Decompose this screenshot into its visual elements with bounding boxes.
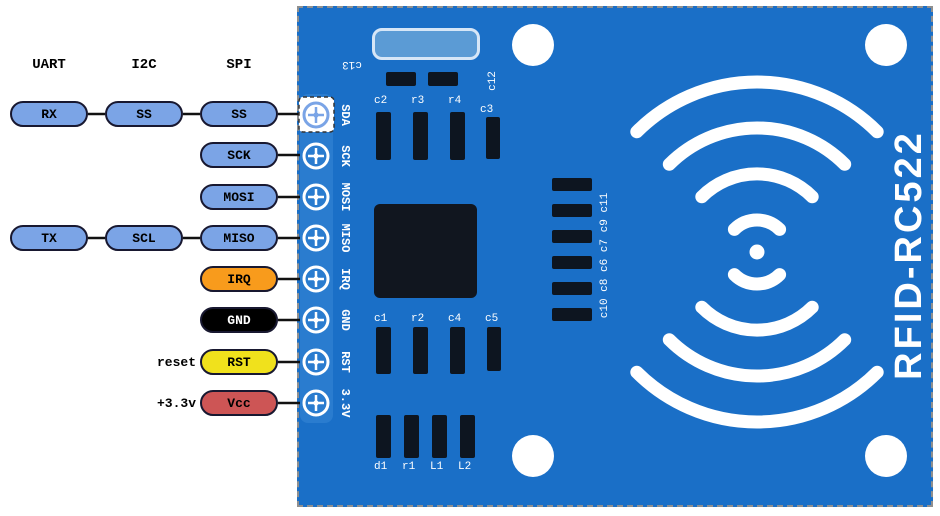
component-cap-row-3 <box>552 230 592 243</box>
bus-header-i2c: I2C <box>131 57 157 73</box>
pin-mosi <box>302 183 330 211</box>
pill-rx: RX <box>10 101 88 127</box>
component-cap-row-2 <box>552 204 592 217</box>
antenna-icon <box>630 75 884 429</box>
pin-label-rst: RST <box>338 351 352 373</box>
pin-header <box>302 101 330 417</box>
component-cap-row-1 <box>552 178 592 191</box>
component-l2 <box>460 415 475 458</box>
mounting-holes <box>512 24 907 477</box>
silk-label-c5: c5 <box>485 313 499 325</box>
component-r2 <box>413 327 428 374</box>
mounting-hole <box>512 24 554 66</box>
pin-label-33v: 3.3V <box>338 388 352 418</box>
pill-tx: TX <box>10 225 88 251</box>
silk-label-r2: r2 <box>411 313 425 325</box>
pin-33v <box>302 389 330 417</box>
mounting-hole <box>865 435 907 477</box>
component-c4 <box>450 327 465 374</box>
component-c5 <box>487 327 501 371</box>
component-cap-row-4 <box>552 256 592 269</box>
component-cap-top-2 <box>428 72 458 86</box>
pin-miso <box>302 224 330 252</box>
pill-scl: SCL <box>105 225 183 251</box>
pill-mosi: MOSI <box>200 184 278 210</box>
pin-label-gnd: GND <box>338 309 352 331</box>
pill-gnd: GND <box>200 307 278 333</box>
note-reset: reset <box>156 355 196 370</box>
component-c1 <box>376 327 391 374</box>
component-l1 <box>432 415 447 458</box>
silk-label-l1: L1 <box>430 461 444 473</box>
pin-label-mosi: MOSI <box>338 182 352 212</box>
component-d1 <box>376 415 391 458</box>
pin-gnd <box>302 306 330 334</box>
pill-miso: MISO <box>200 225 278 251</box>
mounting-hole <box>512 435 554 477</box>
silk-label-r1: r1 <box>402 461 416 473</box>
bus-header-uart: UART <box>32 57 66 73</box>
silk-label-c2: c2 <box>374 95 388 107</box>
pin-sck <box>302 142 330 170</box>
component-c2 <box>376 112 391 160</box>
component-cap-row-5 <box>552 282 592 295</box>
pin-label-irq: IRQ <box>338 268 352 290</box>
pin-header-strip <box>300 94 333 423</box>
silk-label-c12: c12 <box>487 71 499 91</box>
pin-label-miso: MISO <box>338 223 352 253</box>
silk-label-r4: r4 <box>448 95 462 107</box>
silk-label-l2: L2 <box>458 461 472 473</box>
mounting-hole <box>865 24 907 66</box>
pill-irq: IRQ <box>200 266 278 292</box>
silk-label-cap-column: c10 c8 c6 c7 c9 c11 <box>599 192 611 319</box>
board-name: RFID-RC522 <box>888 130 930 380</box>
pin-irq <box>302 265 330 293</box>
component-r3 <box>413 112 428 160</box>
pill-rst: RST <box>200 349 278 375</box>
component-cap-row-6 <box>552 308 592 321</box>
pin-rst <box>302 348 330 376</box>
pill-ss-spi: SS <box>200 101 278 127</box>
pin-sda <box>302 101 330 129</box>
bus-header-spi: SPI <box>226 57 252 73</box>
ic-chip <box>374 204 477 298</box>
silk-label-c1: c1 <box>374 313 388 325</box>
note-power: +3.3v <box>156 396 196 411</box>
silk-label-c4: c4 <box>448 313 462 325</box>
silk-label-r3: r3 <box>411 95 425 107</box>
pin-label-sck: SCK <box>338 145 352 167</box>
silk-label-c13: c13 <box>342 58 362 70</box>
silk-label-c3: c3 <box>480 104 494 116</box>
silk-label-d1: d1 <box>374 461 388 473</box>
pill-ss-i2c: SS <box>105 101 183 127</box>
component-c3 <box>486 117 500 159</box>
pin-label-sda: SDA <box>338 104 352 126</box>
pill-sck: SCK <box>200 142 278 168</box>
wiring-lines <box>88 112 306 405</box>
component-r4 <box>450 112 465 160</box>
component-cap-top-1 <box>386 72 416 86</box>
component-r1 <box>404 415 419 458</box>
crystal-oscillator <box>372 28 480 60</box>
pill-vcc: Vcc <box>200 390 278 416</box>
